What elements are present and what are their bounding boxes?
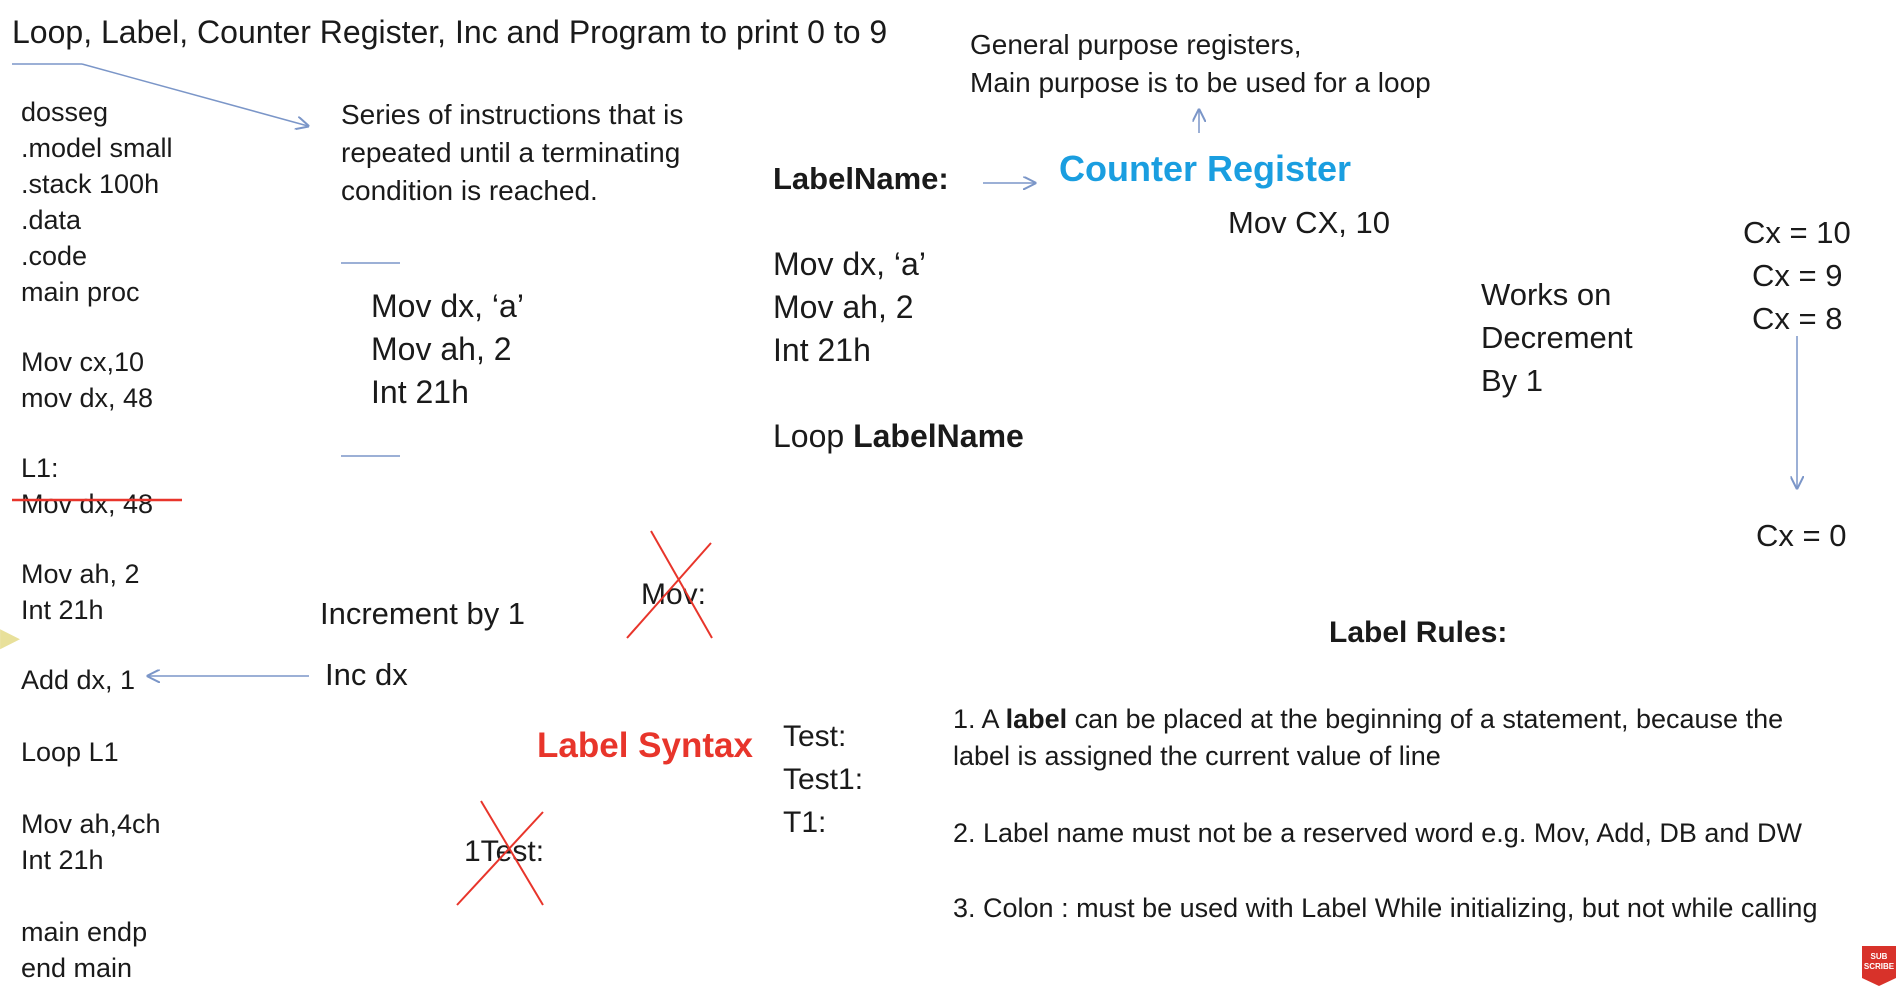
code-line: L1: xyxy=(21,453,59,483)
body-line: Mov ah, 2 xyxy=(371,331,512,367)
loop-keyword: Loop xyxy=(773,418,854,454)
code-line: dosseg xyxy=(21,97,109,127)
cx-value: Cx = 10 xyxy=(1743,215,1851,250)
body-line: Int 21h xyxy=(371,374,469,410)
page-title: Loop, Label, Counter Register, Inc and P… xyxy=(12,14,888,50)
syntax-line: Int 21h xyxy=(773,332,871,368)
code-line: main proc xyxy=(21,277,140,307)
invalid-label-mov: Mov: xyxy=(641,578,707,611)
rule-1-bold: label xyxy=(1005,704,1068,734)
code-line: end main xyxy=(21,953,133,983)
cx-final: Cx = 0 xyxy=(1756,518,1847,553)
code-line: Add dx, 1 xyxy=(21,665,136,695)
definition-line: repeated until a terminating xyxy=(341,137,681,168)
works-on-line: By 1 xyxy=(1481,363,1544,398)
code-line: .data xyxy=(21,205,82,235)
definition-line: condition is reached. xyxy=(341,175,598,206)
rule-3: 3. Colon : must be used with Label While… xyxy=(953,893,1818,923)
rule-1-prefix: 1. A xyxy=(953,704,1006,734)
subscribe-badge[interactable]: SUB SCRIBE xyxy=(1862,946,1896,986)
cx-value: Cx = 8 xyxy=(1752,301,1843,336)
label-example: Test1: xyxy=(783,763,864,796)
loop-target: LabelName xyxy=(853,418,1024,454)
code-line xyxy=(21,772,173,808)
label-syntax-examples: Test: Test1: T1: xyxy=(783,715,863,844)
register-init: Mov CX, 10 xyxy=(1228,205,1390,240)
code-line: Loop L1 xyxy=(21,737,119,767)
label-syntax-heading: Label Syntax xyxy=(537,726,753,765)
code-line xyxy=(21,630,173,664)
code-line xyxy=(21,880,173,916)
code-line: .stack 100h xyxy=(21,169,160,199)
code-line: Mov cx,10 xyxy=(21,347,145,377)
code-line xyxy=(21,312,173,346)
label-rules-heading: Label Rules: xyxy=(1329,616,1508,649)
definition-line: Series of instructions that is xyxy=(341,99,684,130)
rule-1: 1. A label can be placed at the beginnin… xyxy=(953,701,1817,738)
label-example: T1: xyxy=(783,806,827,839)
code-line xyxy=(21,418,173,452)
works-on-line: Works on xyxy=(1481,277,1612,312)
invalid-label-1test: 1Test: xyxy=(464,835,545,868)
works-on-line: Decrement xyxy=(1481,320,1633,355)
code-line: Int 21h xyxy=(21,845,104,875)
cx-values: Cx = 10 Cx = 9 Cx = 8 xyxy=(1743,211,1851,340)
syntax-line: Mov dx, ‘a’ xyxy=(773,246,926,282)
mouse-pointer-icon: ▶ xyxy=(0,622,20,652)
code-line: mov dx, 48 xyxy=(21,383,154,413)
loop-syntax-body: Mov dx, ‘a’ Mov ah, 2 Int 21h xyxy=(773,243,926,372)
note-line: Main purpose is to be used for a loop xyxy=(970,67,1431,98)
rule-2: 2. Label name must not be a reserved wor… xyxy=(953,818,1802,848)
label-name: LabelName: xyxy=(773,161,949,196)
code-line: main endp xyxy=(21,917,148,947)
code-line: Int 21h xyxy=(21,595,104,625)
program-listing: dosseg .model small .stack 100h .data .c… xyxy=(21,96,173,988)
label-rules: 1. A label can be placed at the beginnin… xyxy=(953,701,1817,927)
register-note: General purpose registers, Main purpose … xyxy=(970,26,1431,102)
works-on-decrement: Works on Decrement By 1 xyxy=(1481,273,1633,402)
code-line: .model small xyxy=(21,133,173,163)
code-line xyxy=(21,524,173,558)
loop-body-example: Mov dx, ‘a’ Mov ah, 2 Int 21h xyxy=(371,285,524,414)
code-line: Mov ah,4ch xyxy=(21,809,161,839)
inc-instruction: Inc dx xyxy=(325,657,408,692)
code-line: Mov ah, 2 xyxy=(21,559,140,589)
rule-1-suffix: can be placed at the beginning of a stat… xyxy=(1067,704,1784,734)
loop-definition: Series of instructions that is repeated … xyxy=(341,96,683,210)
note-line: General purpose registers, xyxy=(970,29,1302,60)
rule-1-line-2: label is assigned the current value of l… xyxy=(953,741,1441,771)
increment-label: Increment by 1 xyxy=(320,596,526,631)
syntax-line: Mov ah, 2 xyxy=(773,289,914,325)
counter-register-heading: Counter Register xyxy=(1059,148,1352,189)
code-line: .code xyxy=(21,241,88,271)
label-example: Test: xyxy=(783,720,847,753)
code-line xyxy=(21,700,173,736)
body-line: Mov dx, ‘a’ xyxy=(371,288,524,324)
code-line-struck: Mov dx, 48 xyxy=(21,489,154,519)
cx-value: Cx = 9 xyxy=(1752,258,1843,293)
loop-statement: Loop LabelName xyxy=(773,416,1024,456)
